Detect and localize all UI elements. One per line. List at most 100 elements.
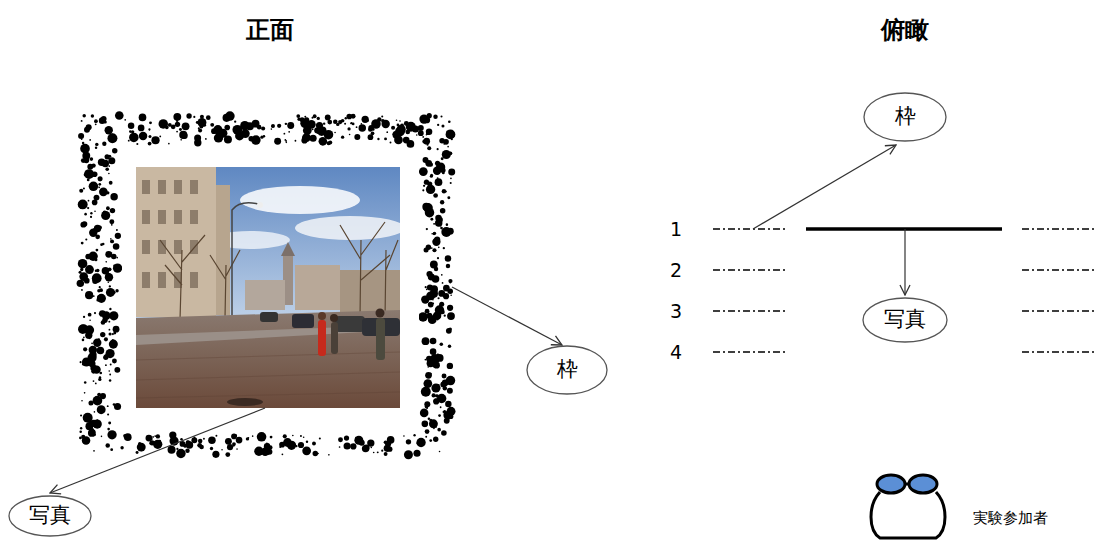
noise-dot	[344, 123, 346, 125]
noise-dot	[128, 122, 135, 129]
noise-dot	[85, 358, 88, 361]
noise-dot	[430, 348, 437, 355]
noise-dot	[95, 147, 97, 149]
noise-dot	[433, 436, 438, 441]
noise-dot	[99, 376, 101, 378]
noise-dot	[442, 189, 446, 193]
noise-dot	[446, 130, 456, 140]
noise-dot	[93, 380, 95, 382]
noise-dot	[433, 232, 436, 235]
noise-dot	[236, 448, 238, 450]
leader-line	[452, 287, 562, 345]
noise-dot	[83, 316, 85, 318]
noise-dot	[106, 288, 115, 297]
noise-dot	[430, 285, 438, 293]
noise-dot	[350, 443, 356, 449]
noise-dot	[89, 182, 99, 192]
noise-dot	[377, 138, 379, 140]
noise-dot	[435, 426, 437, 428]
noise-dot	[420, 409, 429, 418]
noise-dot	[105, 126, 113, 134]
noise-dot	[433, 398, 439, 404]
noise-dot	[225, 111, 235, 121]
callout-ellipse: 枠	[863, 92, 947, 142]
noise-dot	[298, 442, 304, 448]
noise-dot	[439, 305, 441, 307]
noise-dot	[381, 115, 383, 117]
noise-dot	[182, 122, 190, 130]
noise-dot	[344, 435, 349, 440]
noise-dot	[429, 419, 438, 428]
noise-dot	[254, 122, 256, 124]
noise-dot	[80, 268, 83, 271]
noise-dot	[425, 160, 432, 167]
noise-dot	[338, 437, 343, 442]
noise-dot	[424, 247, 429, 252]
noise-dot	[138, 125, 145, 132]
noise-dot	[176, 448, 178, 450]
noise-dot	[99, 372, 102, 375]
noise-dot	[440, 310, 444, 314]
noise-dot	[412, 143, 414, 145]
noise-dot	[227, 444, 233, 450]
noise-dot	[90, 216, 92, 218]
noise-dot	[111, 224, 113, 226]
noise-dot	[437, 354, 439, 356]
noise-dot	[105, 443, 109, 447]
noise-dot	[328, 141, 332, 145]
noise-dot	[129, 133, 139, 143]
noise-dot	[180, 139, 182, 141]
noise-dot	[210, 447, 213, 450]
noise-dot	[107, 413, 109, 415]
noise-dot	[84, 127, 90, 133]
noise-dot	[98, 338, 100, 340]
position-number: 1	[670, 219, 682, 240]
noise-dot	[108, 321, 110, 323]
noise-dot	[113, 264, 122, 273]
noise-dot	[88, 252, 97, 261]
noise-dot	[443, 382, 445, 384]
noise-dot	[110, 193, 117, 200]
noise-dot	[257, 125, 262, 130]
noise-dot	[440, 343, 444, 347]
callout-ellipse: 写真	[8, 495, 92, 537]
noise-dot	[168, 123, 172, 127]
noise-dot	[433, 362, 440, 369]
noise-dot	[110, 364, 112, 366]
noise-dot	[116, 257, 118, 259]
noise-dot	[148, 135, 151, 138]
noise-dot	[310, 135, 317, 142]
noise-dot	[271, 125, 273, 127]
noise-dot	[186, 440, 190, 444]
noise-dot	[81, 138, 83, 140]
noise-dot	[85, 239, 87, 241]
noise-dot	[450, 295, 452, 297]
noise-dot	[381, 120, 389, 128]
noise-dot	[231, 434, 237, 440]
noise-dot	[440, 406, 442, 408]
noise-dot	[139, 126, 141, 128]
noise-dot	[447, 312, 455, 320]
noise-dot	[139, 114, 145, 120]
noise-dot	[107, 428, 110, 431]
noise-dot	[447, 146, 449, 148]
noise-dot	[267, 453, 270, 456]
noise-dot	[428, 302, 434, 308]
noise-dot	[80, 361, 82, 363]
noise-dot	[105, 154, 110, 159]
noise-dot	[301, 137, 307, 143]
noise-dot	[285, 142, 287, 144]
noise-dot	[439, 138, 445, 144]
noise-dot	[107, 430, 116, 439]
noise-dot	[448, 121, 451, 124]
noise-dot	[312, 128, 314, 130]
noise-dot	[102, 317, 107, 322]
position-number: 4	[670, 342, 682, 363]
noise-dot	[433, 167, 441, 175]
noise-dot	[441, 274, 443, 276]
noise-dot	[248, 437, 250, 439]
noise-dot	[105, 364, 107, 366]
noise-dot	[323, 122, 325, 124]
noise-dot	[430, 338, 437, 345]
